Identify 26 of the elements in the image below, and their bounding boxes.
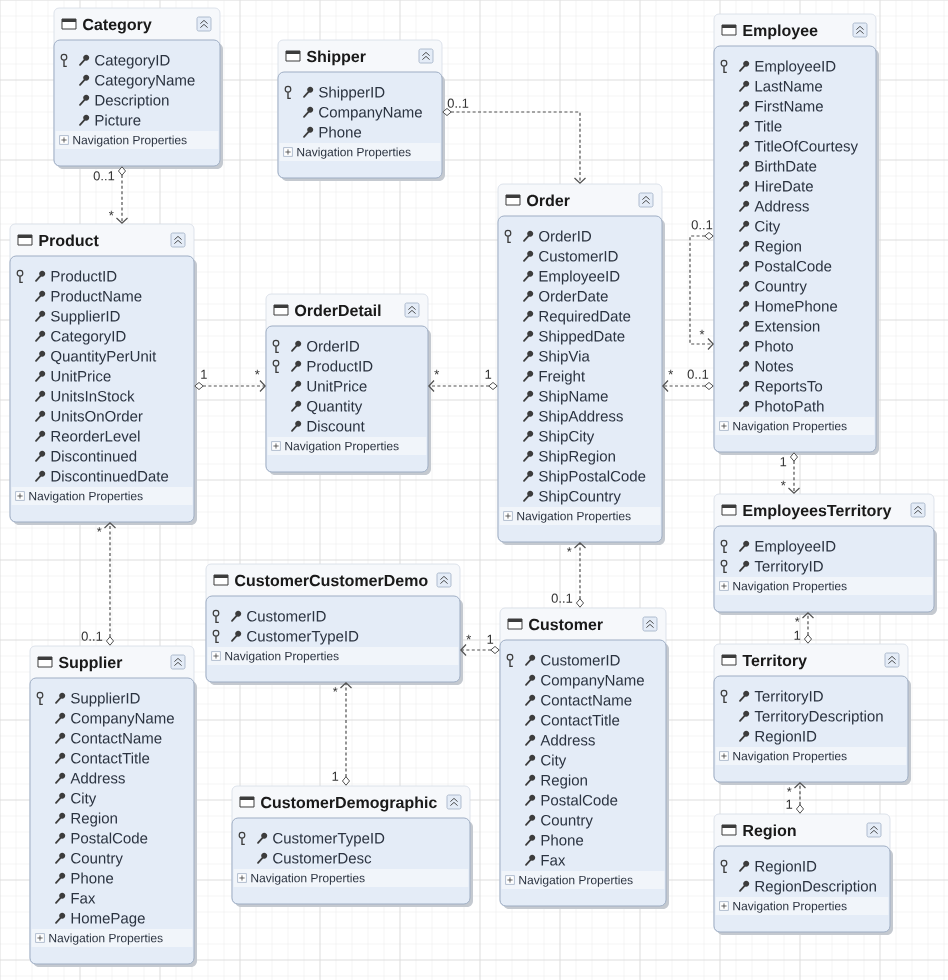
entity-title: Customer — [529, 618, 603, 631]
association-line — [793, 782, 807, 814]
association-line — [787, 452, 801, 494]
entity-title: OrderDetail — [295, 304, 381, 317]
association-line — [339, 682, 353, 786]
entity-title: Shipper — [306, 50, 366, 66]
entity-title: Employee — [743, 24, 818, 40]
entity-title: CustomerCustomerDemo — [235, 574, 428, 587]
association-line — [460, 643, 500, 657]
entity-title: Product — [39, 234, 99, 247]
association-line — [662, 379, 714, 393]
entity-title: EmployeesTerritory — [743, 504, 892, 520]
entity-title: Region — [743, 824, 796, 840]
entity-title: Territory — [742, 654, 807, 670]
entity-title: Category — [83, 18, 152, 34]
association-line — [573, 542, 587, 608]
association-line — [115, 166, 129, 224]
entity-title: Order — [527, 194, 570, 207]
association-line — [801, 612, 815, 644]
association-line — [194, 379, 266, 393]
association-line — [428, 379, 498, 393]
association-line — [103, 522, 117, 646]
association-line — [442, 107, 587, 184]
entity-title: Supplier — [58, 656, 123, 672]
association-line — [689, 231, 714, 351]
entity-title: CustomerDemographic — [261, 796, 437, 812]
